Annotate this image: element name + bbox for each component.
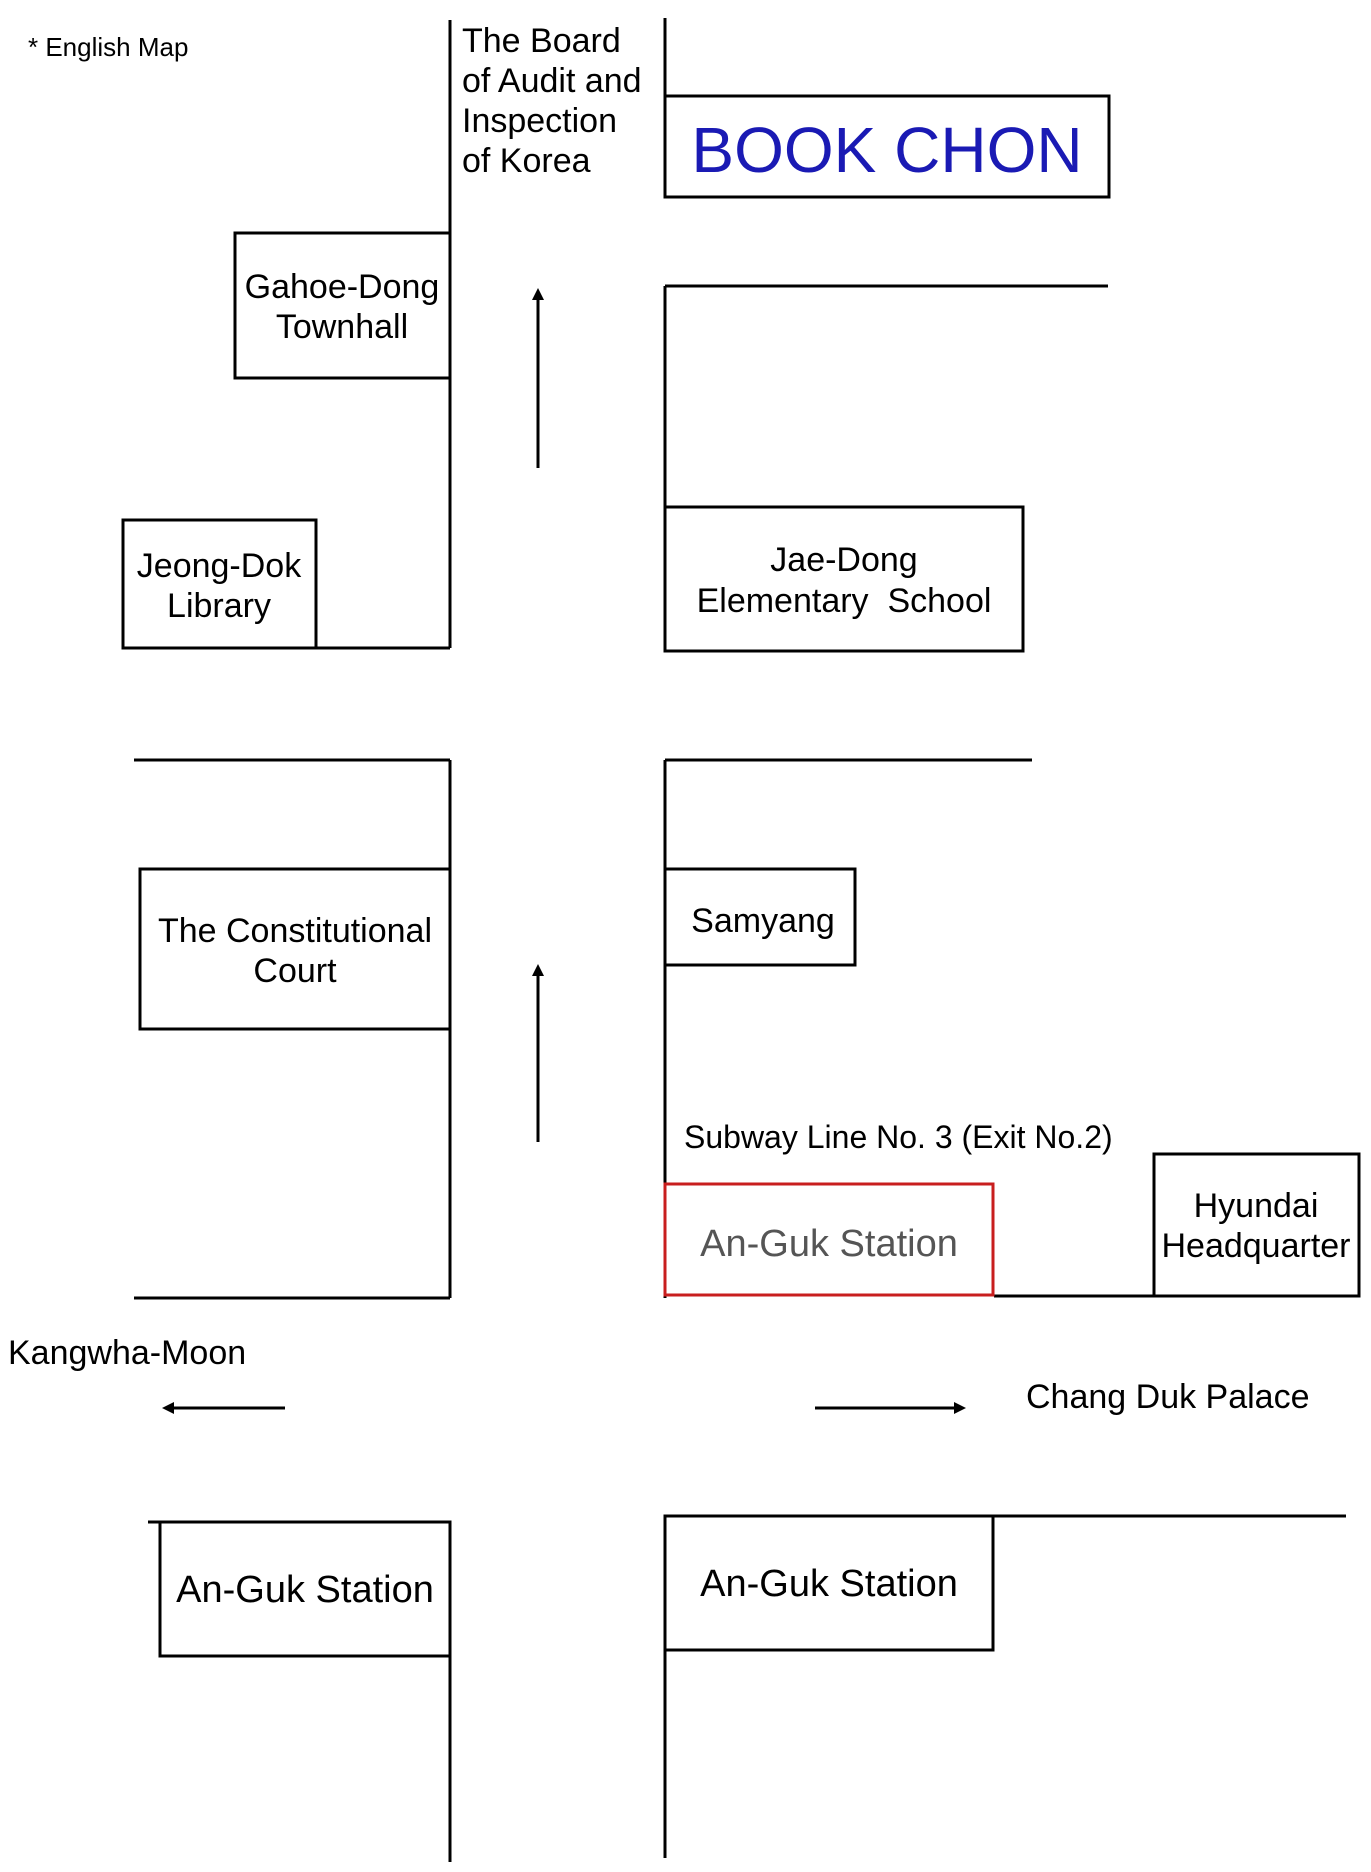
legend-text: * English Map [28, 32, 188, 62]
constitutional-label-line1: The Constitutional [158, 912, 432, 950]
jeongdok-label-line2: Library [167, 587, 271, 625]
constitutional-label-line2: Court [253, 952, 337, 990]
subway-exit-label: Subway Line No. 3 (Exit No.2) [684, 1119, 1113, 1155]
anguk-exit2-label: An-Guk Station [700, 1223, 958, 1265]
building-boxes [121, 94, 1361, 1658]
anguk-left-box [158, 1520, 452, 1658]
jaedong-box [663, 505, 1025, 653]
book-chon-label: BOOK CHON [691, 114, 1082, 186]
direction-arrows [162, 288, 966, 1414]
board-audit-label-line2: of Audit and [462, 62, 642, 100]
board-audit-label-line3: Inspection [462, 102, 617, 140]
anguk-right-label: An-Guk Station [700, 1563, 958, 1605]
gahoe-label-line1: Gahoe-Dong [245, 268, 440, 306]
anguk-exit2-box [663, 1182, 995, 1297]
samyang-label: Samyang [691, 902, 835, 940]
board-audit-label-line1: The Board [462, 22, 621, 60]
hyundai-label-line1: Hyundai [1194, 1187, 1319, 1225]
jaedong-label-line1: Jae-Dong [770, 541, 917, 579]
jeongdok-label-line1: Jeong-Dok [137, 547, 302, 585]
samyang-box [663, 867, 857, 967]
kangwha-label: Kangwha-Moon [8, 1334, 246, 1372]
book-chon-box [663, 94, 1111, 199]
gahoe-label-line2: Townhall [276, 308, 408, 346]
anguk-left-label: An-Guk Station [176, 1569, 434, 1611]
anguk-right-box [663, 1514, 995, 1652]
hyundai-box [1152, 1152, 1361, 1298]
hyundai-label-line2: Headquarter [1161, 1227, 1350, 1265]
constitutional-box [138, 867, 452, 1031]
jeongdok-box [121, 518, 318, 650]
board-audit-label-line4: of Korea [462, 142, 591, 180]
jaedong-label-line2: Elementary School [697, 582, 992, 620]
changduk-label: Chang Duk Palace [1026, 1378, 1310, 1416]
gahoe-box [233, 231, 452, 380]
